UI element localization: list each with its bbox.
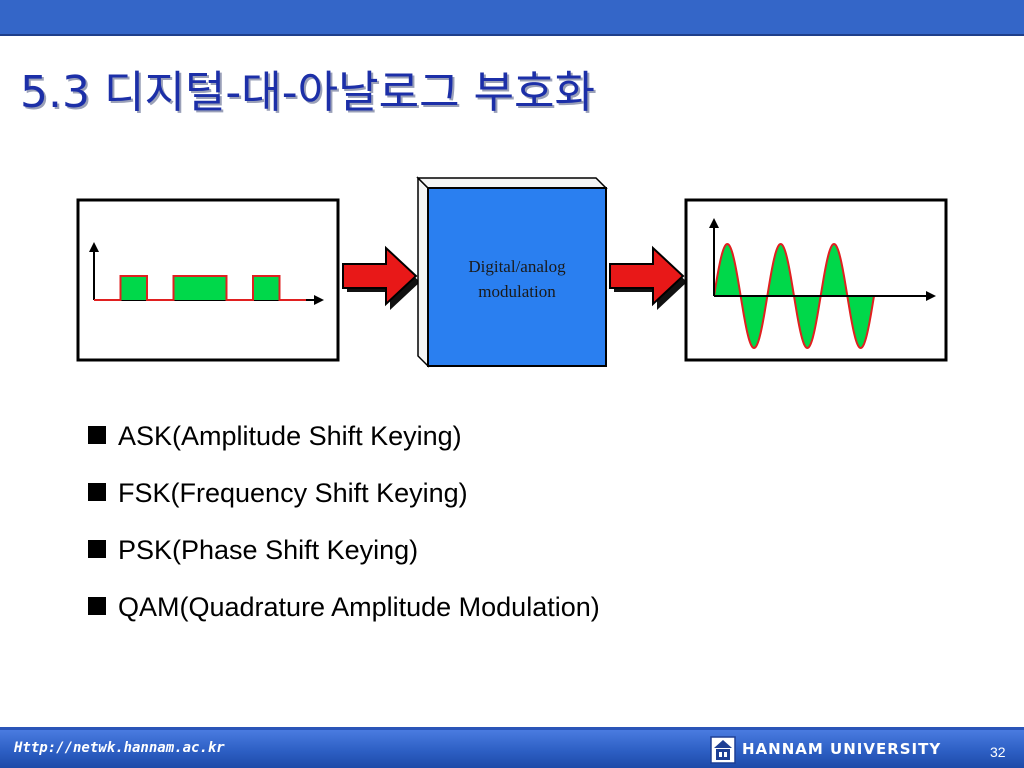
block-label-line2: modulation	[478, 282, 556, 301]
input-arrow	[342, 245, 420, 310]
bit-pulse	[253, 276, 280, 300]
square-bullet-icon	[88, 483, 106, 501]
input-signal-panel	[76, 198, 340, 362]
output-arrow-shape	[609, 245, 685, 307]
modulation-types-list: ASK(Amplitude Shift Keying) FSK(Frequenc…	[88, 418, 600, 646]
hannam-logo-icon	[710, 736, 736, 764]
block-top-face	[416, 177, 608, 189]
square-bullet-icon	[88, 426, 106, 444]
digital-signal-line	[94, 275, 306, 301]
header-divider	[0, 34, 1024, 36]
output-arrow	[609, 245, 687, 310]
bit-pulse	[173, 276, 200, 300]
square-bullet-icon	[88, 597, 106, 615]
list-item: FSK(Frequency Shift Keying)	[88, 475, 600, 532]
footer-divider	[0, 727, 1024, 730]
square-bullet-icon	[88, 540, 106, 558]
modulation-block: Digital/analog modulation	[416, 176, 608, 368]
header-bar	[0, 0, 1024, 34]
page-number: 32	[990, 744, 1006, 760]
slide-title: 5.3 디지털-대-아날로그 부호화	[20, 67, 595, 118]
block-side-face	[417, 176, 429, 368]
list-item: ASK(Amplitude Shift Keying)	[88, 418, 600, 475]
footer-university-name: HANNAM UNIVERSITY	[742, 740, 942, 758]
list-item: PSK(Phase Shift Keying)	[88, 532, 600, 589]
output-signal-panel	[684, 198, 948, 362]
footer-url[interactable]: Http://netwk.hannam.ac.kr	[14, 740, 225, 756]
bit-pulse	[200, 276, 227, 300]
footer-bar	[0, 730, 1024, 768]
block-front-face	[427, 187, 607, 367]
list-item: QAM(Quadrature Amplitude Modulation)	[88, 589, 600, 646]
block-label-line1: Digital/analog	[468, 257, 566, 276]
digital-signal-wave	[94, 275, 306, 301]
bit-pulse	[120, 276, 147, 300]
input-arrow-shape	[342, 245, 418, 307]
